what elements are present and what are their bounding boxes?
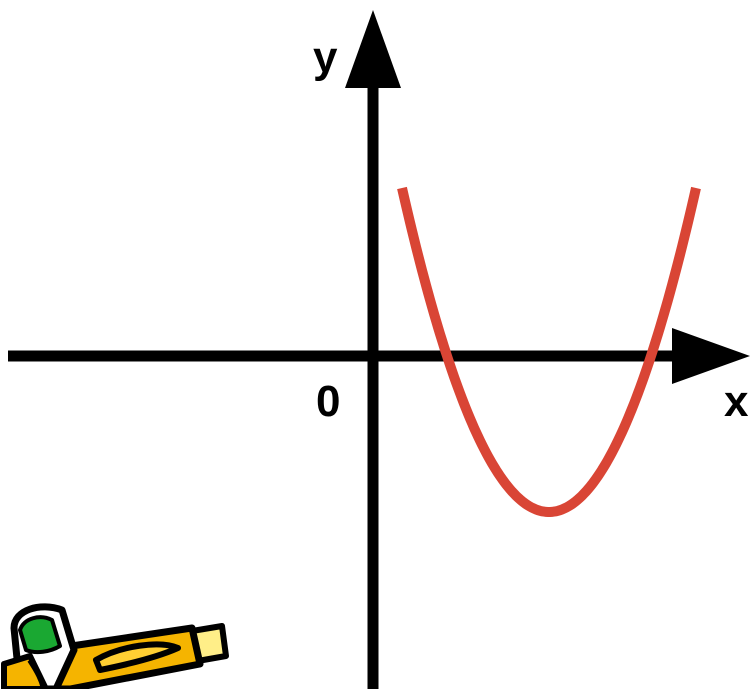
pencil-band-stripe	[27, 658, 47, 689]
pencil-clipart	[1, 603, 229, 689]
pencil-swoosh	[93, 641, 181, 673]
origin-label: 0	[316, 377, 340, 426]
y-axis-arrow	[345, 10, 401, 88]
x-axis-arrow	[672, 328, 750, 384]
y-axis-label: y	[313, 33, 338, 82]
parabola-curve	[397, 186, 701, 517]
pencil-eraser	[18, 615, 62, 655]
pencil-band	[1, 653, 49, 689]
x-axis-label: x	[724, 377, 749, 426]
